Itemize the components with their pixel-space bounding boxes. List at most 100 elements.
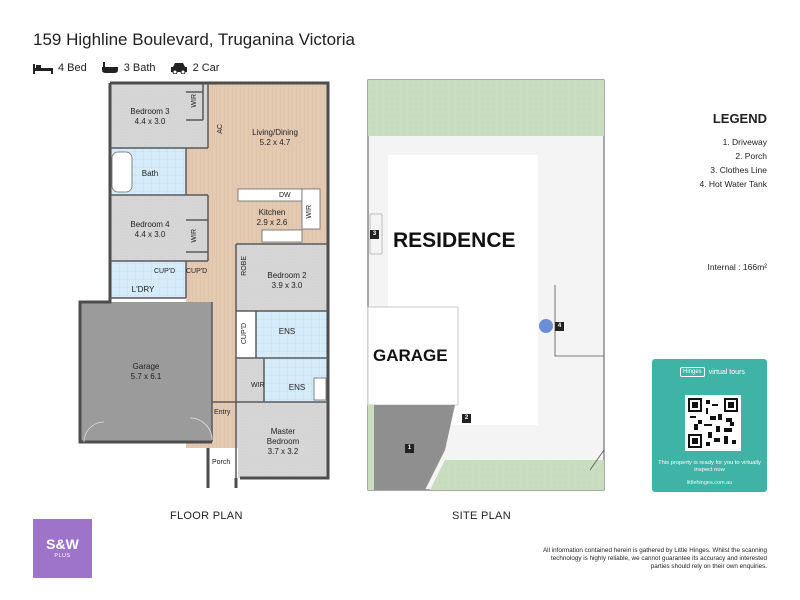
property-address: 159 Highline Boulevard, Truganina Victor… [33,30,355,49]
internal-area: Internal : 166m² [707,262,767,272]
wir-label-1: WIR [191,94,198,108]
garage-name: Garage [132,362,160,371]
legend-list: 1. Driveway 2. Porch 3. Clothes Line 4. … [699,135,767,191]
bath-count: 3 Bath [123,62,156,74]
laundry-label: L'DRY [131,285,155,294]
interior-walls [110,83,328,478]
bedroom3-name: Bedroom 3 [130,107,170,116]
entry-label: Entry [214,409,231,416]
disclaimer: All information contained herein is gath… [542,547,767,570]
virtual-tour-url[interactable]: littlehinges.com.au [686,480,733,486]
wir-label-3: WIR [191,229,198,243]
master-name2: Bedroom [266,437,300,446]
garage-footprint [367,306,459,406]
porch-label: Porch [212,459,231,466]
marker-2: 2 [462,414,471,423]
hot-water-tank [539,319,553,333]
site-plan [367,79,605,491]
dw-label: DW [279,192,291,199]
living-name: Living/Dining [252,128,298,137]
qr-code-icon[interactable] [685,395,741,451]
virtual-tours-label: virtual tours [708,368,745,376]
cupd-label-3: CUP'D [241,323,248,345]
virtual-tour-message: This property is ready for you to virtua… [658,460,761,473]
car-spec: 2 Car [170,62,220,74]
wir-label-4: WIR [251,382,265,389]
garage-door [83,417,213,443]
kitchen-name: Kitchen [258,208,286,217]
boundary-corner [589,449,605,471]
floor-plan-caption: FLOOR PLAN [170,510,243,522]
agency-logo: S&W PLUS [33,519,92,578]
virtual-tour-card[interactable]: Hinges virtual tours This property is re… [652,359,767,492]
hinges-brand: Hinges virtual tours [680,367,745,377]
marker-4: 4 [555,322,564,331]
legend-title: LEGEND [712,111,767,126]
hinges-logo: Hinges [680,367,705,377]
ens1-floor [256,311,328,358]
garage-floor [80,302,212,442]
back-yard [368,80,604,136]
pantry [301,188,321,230]
wir-label-2: WIR [306,205,313,219]
marker-1: 1 [405,444,414,453]
bathtub [111,151,133,193]
site-plan-caption: SITE PLAN [452,510,511,522]
master-name: Master [270,427,296,436]
bed-icon [33,63,53,74]
legend-item: 4. Hot Water Tank [699,179,767,189]
laundry-floor [110,261,186,298]
property-specs: 4 Bed 3 Bath 2 Car [33,62,233,74]
agency-logo-sub: PLUS [54,553,71,559]
marker-3: 3 [370,230,379,239]
ac-label: AC [217,124,224,134]
exterior-walls [78,81,330,488]
residence-label: RESIDENCE [393,229,516,252]
floor-plan [78,81,330,488]
master-floor [236,402,328,478]
wir-master-floor [236,358,264,402]
bath-label: Bath [141,169,159,178]
bedroom4-size: 4.4 x 3.0 [134,230,166,239]
entry-floor [212,402,236,448]
cupd-label-2: CUP'D [186,268,208,275]
garage-size: 5.7 x 6.1 [130,372,162,381]
bedroom2-name: Bedroom 2 [267,271,307,280]
bed-spec: 4 Bed [33,62,87,74]
legend-item: 3. Clothes Line [710,165,767,175]
bath-spec: 3 Bath [101,62,156,74]
agency-logo-main: S&W [46,536,79,552]
robe-label: ROBE [241,256,248,276]
front-garden [430,460,604,490]
legend-item: 2. Porch [735,151,767,161]
site-garage-label: GARAGE [373,346,448,365]
kitchen-island [237,188,303,202]
ens2-bench [313,377,327,401]
side-garden [368,405,374,490]
bedroom3-size: 4.4 x 3.0 [134,117,166,126]
cupd-label-1: CUP'D [154,268,176,275]
bedroom3-floor [110,83,208,148]
ens1-label: ENS [278,327,296,336]
master-size: 3.7 x 3.2 [267,447,299,456]
car-count: 2 Car [192,62,220,74]
kitchen-size: 2.9 x 2.6 [256,218,288,227]
boundary-side [554,285,604,357]
bath-icon [101,62,118,73]
ens2-label: ENS [288,383,306,392]
bedroom2-size: 3.9 x 3.0 [271,281,303,290]
car-icon [170,63,187,74]
porch-floor [208,448,238,480]
kitchen-bench [261,229,303,243]
living-size: 5.2 x 4.7 [259,138,291,147]
legend-item: 1. Driveway [722,137,767,147]
bedroom4-floor [110,195,208,261]
bedroom2-floor [236,244,328,311]
